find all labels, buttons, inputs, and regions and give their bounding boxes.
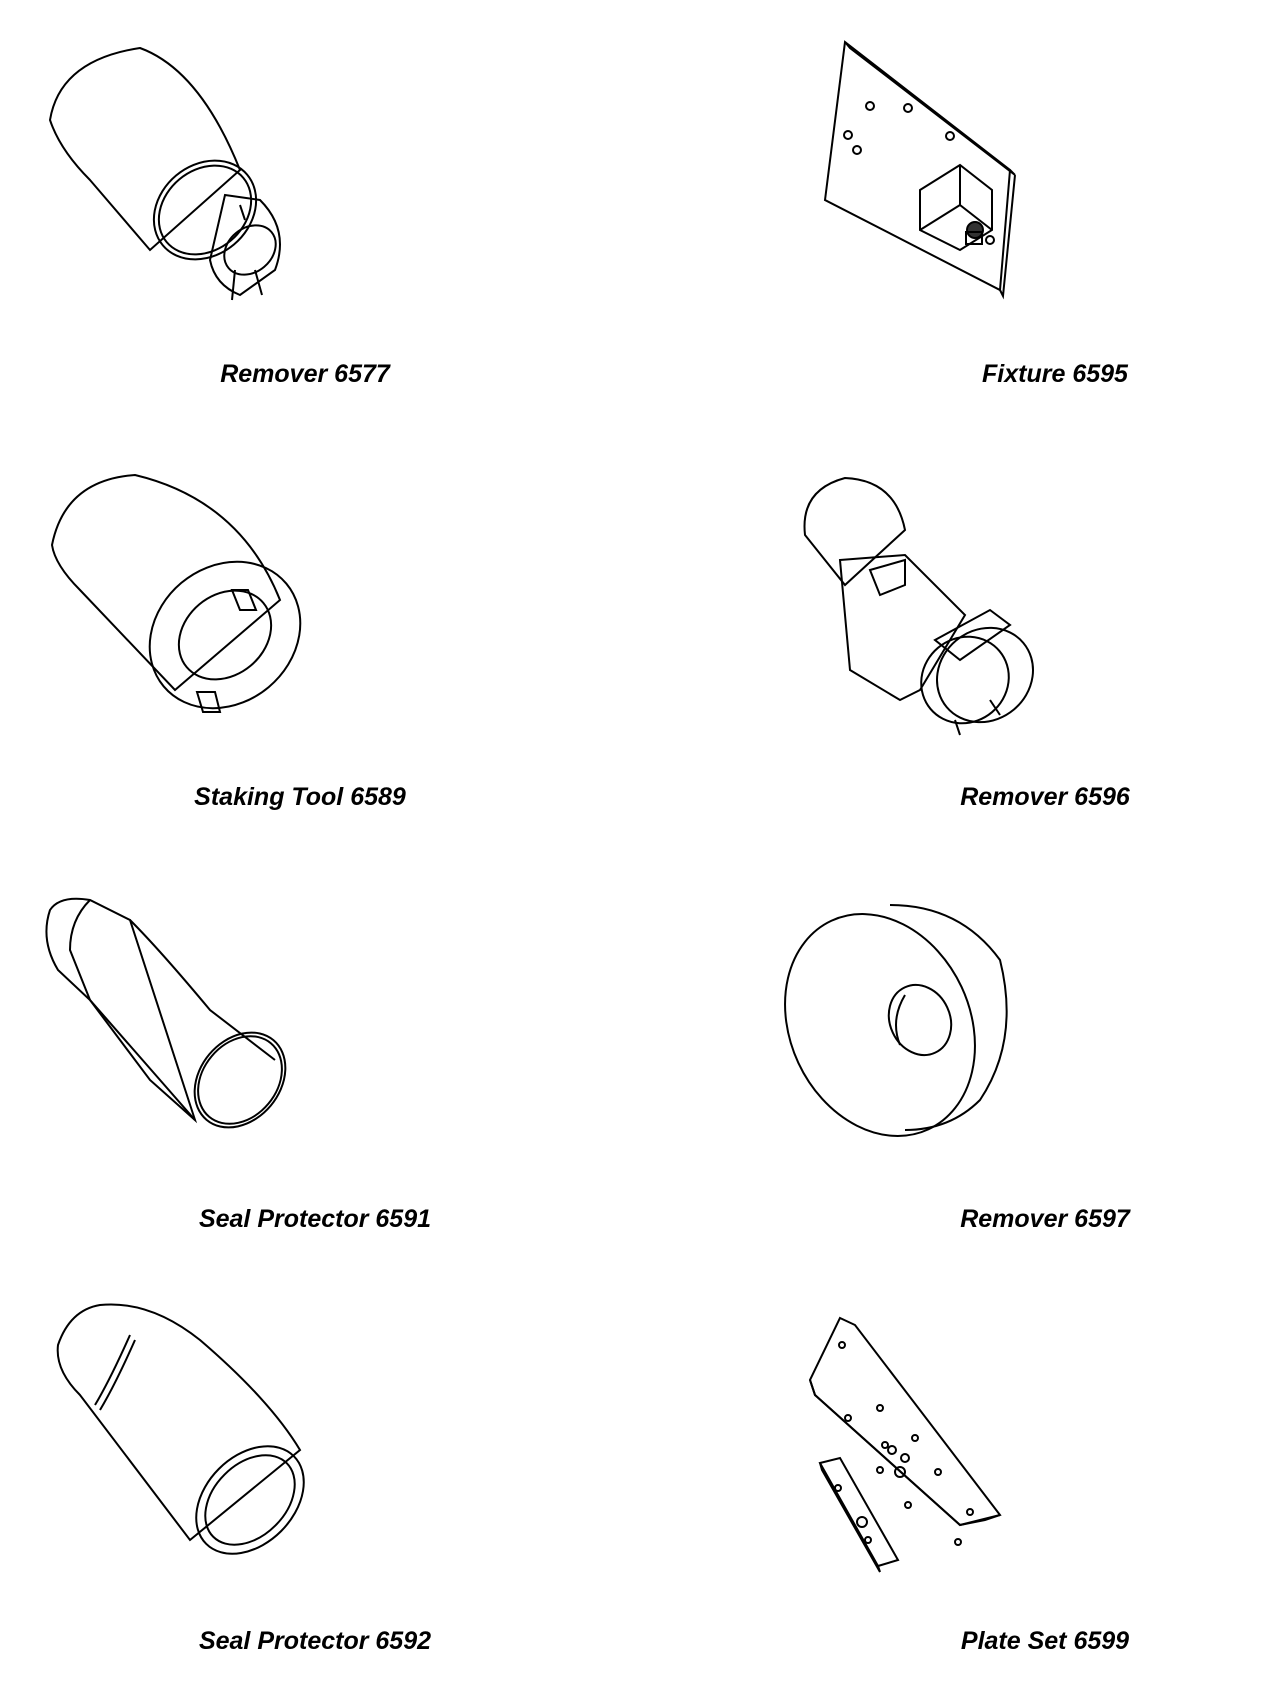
caption-remover-6597: Remover 6597 [960,1205,1130,1233]
caption-plate-set-6599: Plate Set 6599 [960,1627,1130,1655]
caption-seal-protector-6592: Seal Protector 6592 [198,1627,432,1655]
caption-remover-6577: Remover 6577 [220,360,390,388]
caption-staking-tool-6589: Staking Tool 6589 [194,783,406,811]
caption-seal-protector-6591: Seal Protector 6591 [198,1205,432,1233]
caption-remover-6596: Remover 6596 [960,783,1130,811]
caption-fixture-6595: Fixture 6595 [982,360,1128,388]
